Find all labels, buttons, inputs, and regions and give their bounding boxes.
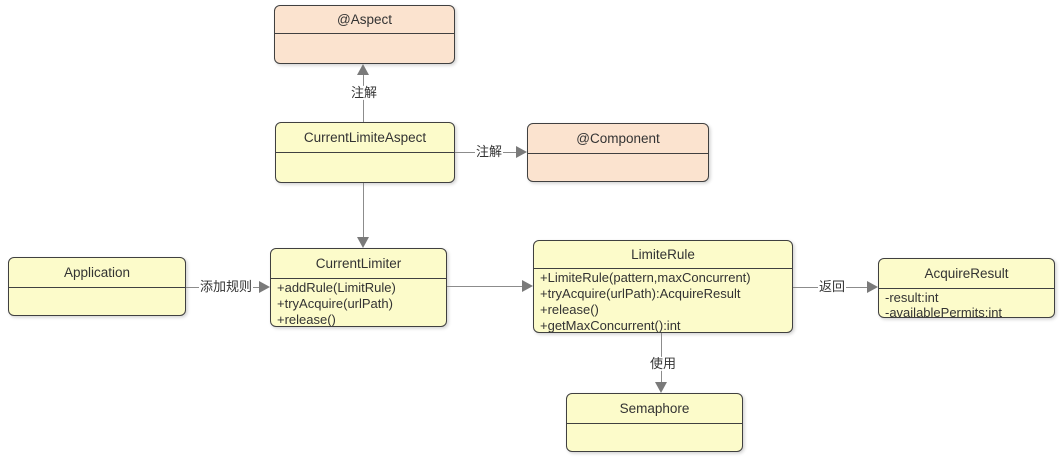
member-row: +addRule(LimitRule) [277, 280, 396, 295]
arrowhead-right-icon [259, 281, 270, 293]
class-body-acquire-result: -result:int -availablePermits:int [879, 289, 1054, 317]
class-box-component: @Component [527, 123, 709, 182]
edge-label-use-semaphore: 使用 [648, 355, 678, 372]
class-box-application: Application [8, 257, 186, 316]
class-title-acquire-result: AcquireResult [879, 259, 1054, 289]
class-title-component: @Component [528, 124, 708, 154]
class-body-current-limite-aspect [276, 153, 454, 182]
class-title-application: Application [9, 258, 185, 288]
class-title-current-limite-aspect: CurrentLimiteAspect [276, 123, 454, 153]
class-box-current-limiter: CurrentLimiter +addRule(LimitRule) +tryA… [270, 248, 447, 327]
member-row: +release() [540, 302, 599, 317]
edge-line-limiter-to-rule [447, 286, 524, 287]
class-box-aspect: @Aspect [274, 5, 455, 64]
class-body-aspect [275, 34, 454, 63]
class-title-aspect: @Aspect [275, 6, 454, 34]
class-body-limite-rule: +LimiteRule(pattern,maxConcurrent) +tryA… [534, 269, 792, 332]
class-title-semaphore: Semaphore [567, 394, 742, 424]
class-body-current-limiter: +addRule(LimitRule) +tryAcquire(urlPath)… [271, 279, 446, 326]
class-box-semaphore: Semaphore [566, 393, 743, 452]
arrowhead-down-icon [357, 237, 369, 248]
edge-label-annotation-to-component: 注解 [474, 143, 504, 160]
member-row: +getMaxConcurrent():int [540, 318, 681, 332]
edge-line-aspect-to-limiter [363, 183, 364, 239]
class-box-acquire-result: AcquireResult -result:int -availablePerm… [878, 258, 1055, 318]
member-row: -result:int [885, 290, 939, 305]
edge-label-return-result: 返回 [817, 278, 847, 295]
arrowhead-right-icon [522, 280, 533, 292]
member-row: +release() [277, 312, 336, 326]
arrowhead-right-icon [516, 146, 527, 158]
class-body-component [528, 154, 708, 181]
class-body-semaphore [567, 424, 742, 451]
class-title-current-limiter: CurrentLimiter [271, 249, 446, 279]
arrowhead-up-icon [357, 64, 369, 75]
arrowhead-right-icon [867, 281, 878, 293]
member-row: +LimiteRule(pattern,maxConcurrent) [540, 270, 751, 285]
class-body-application [9, 288, 185, 315]
edge-label-add-rule: 添加规则 [198, 278, 254, 295]
arrowhead-down-icon [655, 382, 667, 393]
member-row: -availablePermits:int [885, 305, 1003, 317]
class-title-limite-rule: LimiteRule [534, 241, 792, 269]
class-box-limite-rule: LimiteRule +LimiteRule(pattern,maxConcur… [533, 240, 793, 333]
member-row: +tryAcquire(urlPath):AcquireResult [540, 286, 741, 301]
class-box-current-limite-aspect: CurrentLimiteAspect [275, 122, 455, 183]
edge-label-annotation-to-aspect: 注解 [349, 84, 379, 101]
member-row: +tryAcquire(urlPath) [277, 296, 393, 311]
